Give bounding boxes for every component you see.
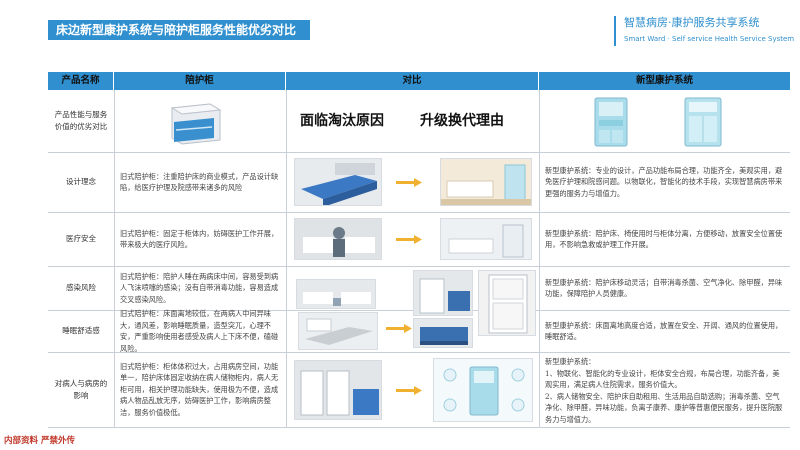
old-sleep-text: 旧式陪护柜：床面离地较低，在两病人中间异味大，通风差，影响睡眠质量，造型突兀，心…	[120, 309, 279, 353]
new-infection-text: 新型康护系统：陪护床移动灵活；自带消毒杀菌、空气净化、除甲醛，异味功能，保障陪护…	[545, 277, 783, 299]
new-impact-line: 新型康护系统：	[545, 357, 596, 366]
column-divider	[539, 90, 540, 428]
upgrade-reason-heading: 升级换代理由	[420, 113, 504, 129]
column-header-compare: 对比	[286, 72, 539, 90]
row-label-impact: 对病人与病房的影响	[54, 378, 108, 400]
row-divider	[48, 266, 790, 267]
old-impact-text: 旧式陪护柜：柜体体积过大，占用病房空间，功能单一，陪护床体固定收纳在病人储物柜内…	[120, 361, 279, 417]
old-sleep-photo	[298, 312, 378, 350]
new-impact-line: 2、病人储物安全、陪护床自助租用、生活用品自助选购；消毒杀菌、空气净化、除甲醛，…	[545, 391, 783, 424]
brand-block: 智慧病房·康护服务共享系统 Smart Ward · Self service …	[614, 16, 798, 46]
old-infection-photo	[296, 279, 376, 309]
new-design-text: 新型康护系统：专业的设计，产品功能布局合理，功能齐全，美观实用，避免医疗护理和院…	[545, 165, 783, 198]
row-label-medical-safety: 医疗安全	[66, 234, 96, 243]
old-safety-text: 旧式陪护柜：固定于柜体内，妨碍医护工作开展，带来极大的医疗风险。	[120, 228, 279, 250]
column-divider	[286, 90, 287, 428]
arrow-icon	[396, 386, 422, 395]
new-system-feature-illustration	[433, 358, 533, 422]
footer-note: 内部资料 严禁外传	[4, 436, 75, 446]
page-title: 床边新型康护系统与陪护柜服务性能优劣对比	[56, 23, 297, 37]
row-label-sleep-comfort: 睡眠舒适感	[62, 326, 100, 335]
new-infection-photo	[413, 270, 473, 316]
row-label-value-compare: 产品性能与服务价值的优劣对比	[54, 110, 108, 131]
old-impact-photo	[294, 360, 382, 420]
new-safety-text: 新型康护系统：陪护床、椅使用时与柜体分离，方便移动，放置安全位置使用，不影响急救…	[545, 228, 783, 250]
row-divider	[48, 352, 790, 353]
new-sleep-text: 新型康护系统：床面离地高度合适，放置在安全、开阔、通风的位置使用，睡眠舒适。	[545, 320, 783, 342]
arrow-icon	[386, 324, 412, 333]
old-infection-text: 旧式陪护柜：陪护人睡在两病床中间，容易受到病人飞沫喷嚏的感染；没有自带消毒功能，…	[120, 271, 279, 304]
column-header-old-cabinet: 陪护柜	[114, 72, 286, 90]
old-design-text: 旧式陪护柜：注重陪护床的商业模式，产品设计缺陷，给医疗护理及院感带来诸多的风险	[120, 171, 279, 193]
brand-subtitle: Smart Ward · Self service Health Service…	[624, 35, 795, 43]
new-system-product-image	[583, 94, 639, 150]
old-cabinet-product-image	[158, 100, 230, 146]
new-ward-photo	[440, 158, 532, 206]
new-system-product-image-2	[673, 94, 733, 150]
obsolete-reason-heading: 面临淘汰原因	[300, 113, 384, 129]
row-divider	[48, 212, 790, 213]
new-impact-line: 1、物联化、智能化的专业设计，柜体安全合规，布局合理，功能齐备，美观实用，满足病…	[545, 368, 780, 390]
row-label-design: 设计理念	[66, 177, 96, 186]
arrow-icon	[396, 178, 422, 187]
new-system-cabinet-photo	[478, 270, 536, 336]
new-safety-photo	[440, 218, 532, 260]
row-divider	[48, 152, 790, 153]
old-cabinet-photo	[294, 158, 382, 206]
brand-title: 智慧病房·康护服务共享系统	[624, 16, 760, 29]
comparison-table: 产品名称 陪护柜 对比 新型康护系统 产品性能与服务价值的优劣对比 设计理念 医…	[48, 72, 790, 428]
arrow-icon	[396, 235, 422, 244]
new-sleep-photo	[413, 318, 473, 348]
row-divider	[48, 427, 790, 428]
column-header-product: 产品名称	[48, 72, 114, 90]
row-label-infection-risk: 感染风险	[66, 283, 96, 292]
page-title-bar: 床边新型康护系统与陪护柜服务性能优劣对比	[48, 20, 310, 40]
old-safety-photo	[294, 218, 382, 260]
column-header-new-system: 新型康护系统	[539, 72, 790, 90]
column-divider	[114, 90, 115, 428]
new-impact-text: 新型康护系统： 1、物联化、智能化的专业设计，柜体安全合规，布局合理，功能齐备，…	[545, 352, 786, 427]
